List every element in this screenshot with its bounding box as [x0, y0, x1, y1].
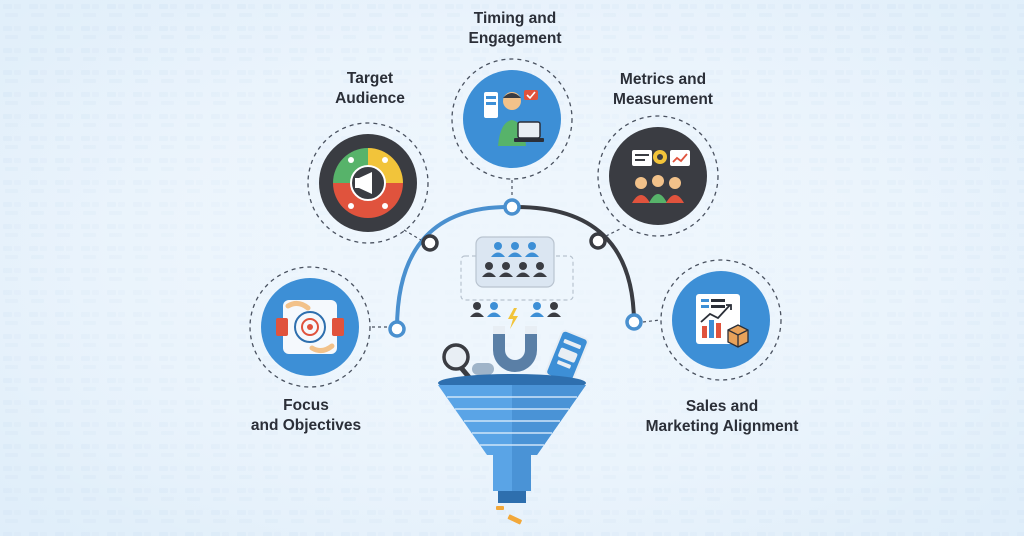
team-analytics-icon [632, 150, 690, 203]
arc-node-focus [388, 320, 406, 338]
leader-metrics [605, 227, 623, 237]
arc-node-sales [625, 313, 643, 331]
arc-node-target [421, 234, 439, 252]
leader-target [403, 229, 422, 241]
handshake-target-icon [276, 300, 344, 354]
audience-group-box [460, 236, 574, 301]
audience-wheel-megaphone-icon [333, 148, 403, 218]
arc-node-metrics [589, 232, 607, 250]
stage-circle-focus [249, 266, 371, 388]
arc-node-timing [503, 198, 521, 216]
people-attracted-right [530, 302, 561, 317]
lightning-icon [508, 308, 518, 329]
presenter-laptop-icon [484, 90, 544, 146]
stage-circle-timing [451, 58, 573, 180]
magnifier-icon [442, 343, 472, 381]
stage-circle-sales [660, 259, 782, 381]
people-attracted-left [470, 302, 501, 317]
magnet-icon [493, 326, 537, 372]
leader-sales [642, 319, 661, 323]
sales-chart-box-icon [696, 294, 749, 348]
gamepad-icon [472, 363, 494, 375]
funnel-icon [438, 374, 586, 525]
stage-circle-metrics [597, 115, 719, 237]
stage-circle-target [307, 122, 429, 244]
